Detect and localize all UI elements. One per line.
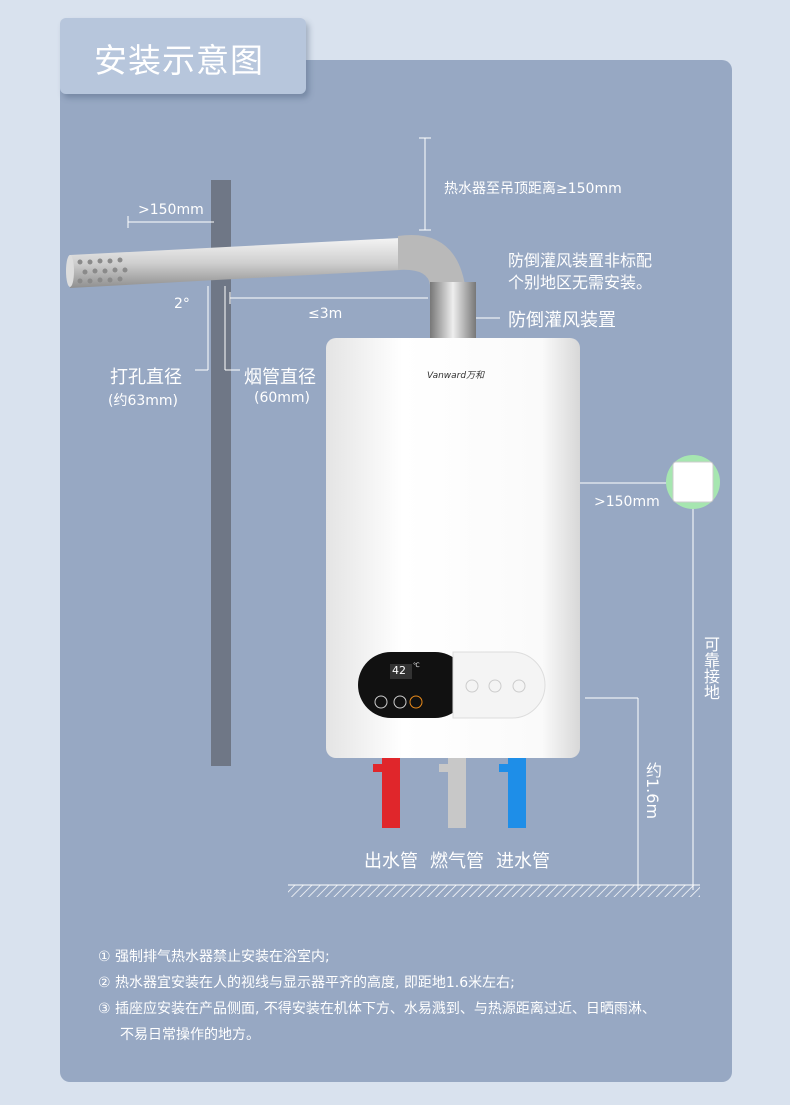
elbow <box>398 235 465 285</box>
hole-diameter-value: (约63mm) <box>108 393 179 409</box>
temperature-unit: ℃ <box>413 662 420 669</box>
title-box: 安装示意图 <box>60 18 306 94</box>
height-label: 约1.6m <box>643 762 662 820</box>
note: ② 热水器宜安装在人的视线与显示器平齐的高度, 即距地1.6米左右; <box>98 975 515 991</box>
note: 不易日常操作的地方。 <box>120 1027 260 1043</box>
anti-backdraft-label: 防倒灌风装置 <box>508 310 616 331</box>
ceiling-distance-label: 热水器至吊顶距离≥150mm <box>444 181 622 197</box>
anti-backdraft-note-2: 个别地区无需安装。 <box>508 273 653 292</box>
note: ③ 插座应安装在产品侧面, 不得安装在机体下方、水易溅到、与热源距离过近、日晒雨… <box>98 1001 656 1017</box>
flue-diameter-label: 烟管直径 <box>244 367 316 388</box>
flue-diameter-value: (60mm) <box>254 390 311 406</box>
note: ① 强制排气热水器禁止安装在浴室内; <box>98 949 330 965</box>
brand-logo: Vanward万和 <box>427 371 485 381</box>
hole-diameter-label: 打孔直径 <box>110 367 182 388</box>
gas-pipe <box>448 758 466 828</box>
water-in-label: 进水管 <box>496 851 550 872</box>
flue-pipe <box>70 238 400 288</box>
socket <box>672 461 714 503</box>
pipe-length-label: ≤3m <box>308 306 343 322</box>
wall <box>211 180 231 766</box>
anti-backdraft-note-1: 防倒灌风装置非标配 <box>508 251 653 270</box>
hot-water-pipe <box>382 758 400 828</box>
control-panel-light <box>452 651 546 719</box>
cold-water-pipe <box>508 758 526 828</box>
temperature-display: 42 <box>392 664 406 677</box>
grounding-label: 可靠接地 <box>701 636 720 700</box>
vent-holes <box>77 257 128 284</box>
wall-distance-label: >150mm <box>138 202 204 218</box>
anti-backdraft-device <box>430 282 476 340</box>
control-panel-dark <box>358 652 468 718</box>
floor <box>288 885 700 897</box>
water-out-label: 出水管 <box>364 851 418 872</box>
installation-notes: ① 强制排气热水器禁止安装在浴室内; ② 热水器宜安装在人的视线与显示器平齐的高… <box>98 944 656 1048</box>
angle-label: 2° <box>174 296 190 312</box>
page-title: 安装示意图 <box>94 41 264 80</box>
socket-distance-label: >150mm <box>594 494 660 510</box>
gas-label: 燃气管 <box>430 851 484 872</box>
